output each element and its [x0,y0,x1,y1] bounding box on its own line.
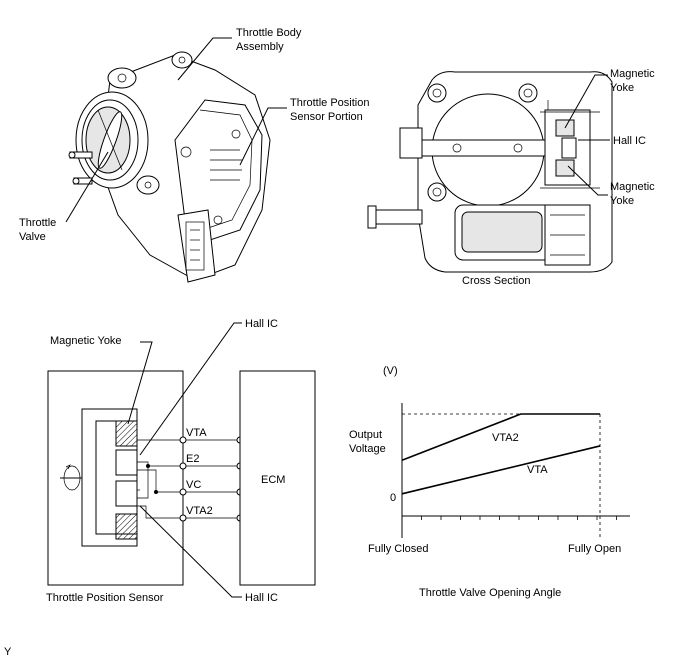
label-magnetic-yoke-bottom: Magnetic Yoke [610,181,658,207]
label-hall-ic-bottom: Hall IC [245,592,278,604]
magnetic-yoke-top-block [115,420,138,447]
label-magnetic-yoke: Magnetic Yoke [50,335,122,347]
circuit-diagram [47,322,316,598]
label-throttle-body-assembly: Throttle Body Assembly [236,27,304,53]
label-magnetic-yoke-top: Magnetic Yoke [610,68,658,94]
terminal-vta2: VTA2 [186,505,213,517]
chart-ylabel: Output Voltage [349,429,386,455]
label-cross-section: Cross Section [462,275,530,287]
terminal-vc: VC [186,479,201,491]
label-throttle-valve: Throttle Valve [19,217,59,243]
label-throttle-position-sensor-portion: Throttle Position Sensor Portion [290,97,373,123]
label-hall-ic-right: Hall IC [613,135,646,147]
chart-x-end-label: Fully Open [568,543,621,555]
hall-ic-block-1 [115,449,138,476]
chart-y-zero: 0 [390,492,396,504]
series-line-vta2 [401,413,600,461]
chart-unit-label: (V) [383,365,398,377]
output-voltage-chart [401,403,630,538]
terminal-e2: E2 [186,453,199,465]
x-axis-ticks [421,516,617,520]
label-hall-ic-top: Hall IC [245,318,278,330]
chart-xlabel: Throttle Valve Opening Angle [419,587,561,599]
series-label-vta: VTA [527,464,548,476]
magnetic-yoke-bottom-block [115,513,138,540]
throttle-body-illustration [65,37,287,283]
corner-mark: Y [4,646,12,658]
chart-x-start-label: Fully Closed [368,543,429,555]
series-line-vta [401,445,601,495]
hall-ic-block-2 [115,480,138,507]
cross-section-illustration [367,71,613,273]
ecm-box [239,370,316,586]
series-label-vta2: VTA2 [492,432,519,444]
terminal-vta: VTA [186,427,207,439]
ecm-label: ECM [261,474,285,486]
sensor-caption: Throttle Position Sensor [46,592,164,604]
